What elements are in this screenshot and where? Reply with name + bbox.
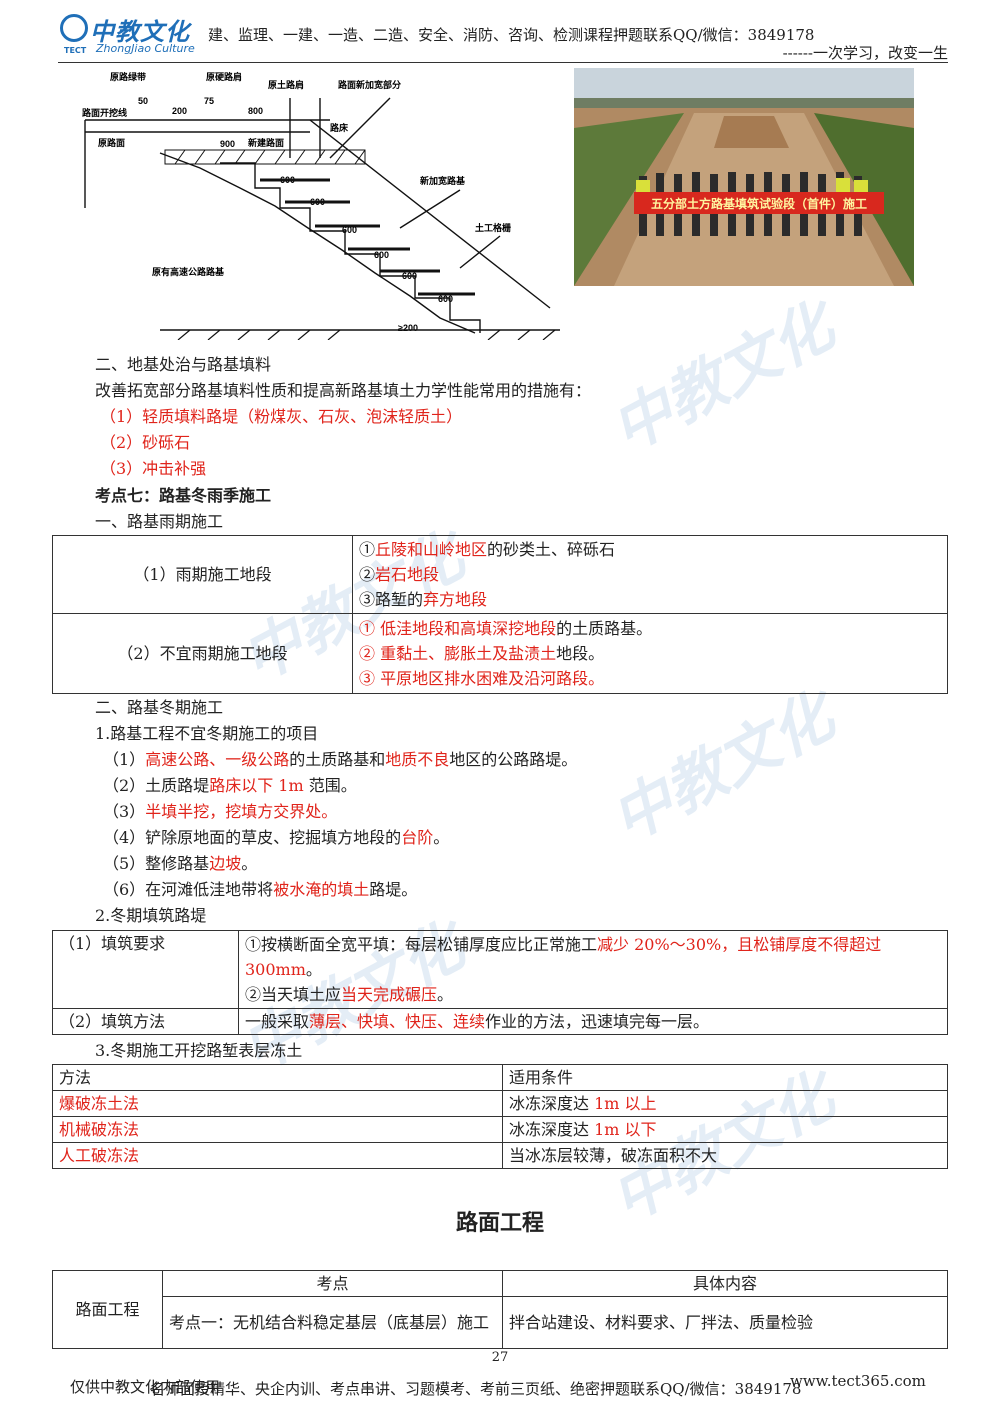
dim-600: 600	[438, 294, 453, 304]
list-item: （3）冲击补强	[100, 459, 207, 478]
widening-cross-section-diagram: 原路绿带 原硬路肩 原土路肩 路面新加宽部分 路面开挖线 原路面 新建路面 路床…	[82, 71, 560, 340]
page-number: 27	[491, 1350, 509, 1365]
section-title: 二、地基处治与路基填料	[95, 355, 272, 374]
dim-50: 50	[138, 96, 148, 106]
sub-heading: 1.路基工程不宜冬期施工的项目	[95, 724, 319, 743]
construction-site-photo: 五分部土方路基填筑试验段（首件）施工	[574, 68, 914, 286]
row-content: ①丘陵和山岭地区的砂类土、碎砾石 ②岩石地段 ③路堑的弃方地段	[352, 535, 948, 614]
table-cell: 冰冻深度达 1m 以上	[502, 1090, 948, 1117]
row-label: （2）填筑方法	[52, 1008, 239, 1035]
list-item: （2）砂砾石	[100, 433, 191, 452]
header-divider	[58, 62, 948, 63]
watermark: 中教文化	[600, 681, 845, 856]
dim-75: 75	[204, 96, 214, 106]
row-content: 一般采取薄层、快填、快压、连续作业的方法，迅速填完每一层。	[238, 1008, 948, 1035]
subsection-title: 二、路基冬期施工	[95, 698, 224, 717]
label-geogrid: 土工格栅	[475, 222, 511, 233]
column-header: 考点	[162, 1270, 503, 1297]
pavement-table: 路面工程 考点 具体内容 考点一：无机结合料稳定基层（底基层）施工 拌合站建设、…	[52, 1270, 948, 1349]
watermark: 中教文化	[600, 291, 845, 466]
row-content: ①按横断面全宽平填：每层松铺厚度应比正常施工减少 20%～30%，且松铺厚度不得…	[238, 930, 948, 1009]
dim-min200: ≥200	[398, 323, 418, 333]
label-hard-shoulder: 原硬路肩	[206, 71, 242, 82]
list-item: ③ 平原地区排水困难及沿河路段。	[359, 669, 605, 688]
table-cell: 机械破冻法	[52, 1116, 503, 1143]
list-item: （4）铲除原地面的草皮、挖掘填方地段的台阶。	[103, 828, 450, 847]
list-item: （3）半填半挖，挖填方交界处。	[103, 802, 338, 821]
list-item: ②岩石地段	[359, 565, 440, 584]
logo-cn: 中教文化	[90, 18, 190, 46]
rain-season-table: （1）雨期施工地段 ①丘陵和山岭地区的砂类土、碎砾石 ②岩石地段 ③路堑的弃方地…	[52, 535, 948, 694]
list-item: ①丘陵和山岭地区的砂类土、碎砾石	[359, 540, 616, 559]
label-new-pavement: 新建路面	[248, 137, 284, 148]
header-course-line: 建、监理、一建、一造、二造、安全、消防、咨询、检测课程押题联系QQ/微信：384…	[208, 26, 815, 44]
row-label: （1）填筑要求	[52, 930, 239, 1009]
list-item: ② 重黏土、膨胀土及盐渍土地段。	[359, 644, 605, 663]
logo-tect: TECT	[64, 46, 87, 55]
table-cell: 拌合站建设、材料要求、厂拌法、质量检验	[502, 1296, 948, 1349]
list-item: （6）在河滩低洼地带将被水淹的填土路堤。	[103, 880, 418, 899]
row-label: （1）雨期施工地段	[52, 535, 353, 614]
table-cell: 考点一：无机结合料稳定基层（底基层）施工	[162, 1296, 503, 1349]
dim-200: 200	[172, 106, 187, 116]
table-cell: 人工破冻法	[52, 1142, 503, 1169]
column-header: 方法	[52, 1064, 503, 1091]
list-item: （1）高速公路、一级公路的土质路基和地质不良地区的公路路堤。	[103, 750, 578, 769]
winter-fill-table: （1）填筑要求 ①按横断面全宽平填：每层松铺厚度应比正常施工减少 20%～30%…	[52, 930, 948, 1035]
photo-banner-text: 五分部土方路基填筑试验段（首件）施工	[651, 196, 867, 211]
logo-emblem-icon	[60, 14, 88, 42]
dim-600: 600	[374, 250, 389, 260]
table-cell: 爆破冻土法	[52, 1090, 503, 1117]
label-soil-shoulder: 原土路肩	[268, 79, 304, 90]
table-cell: 当冰冻层较薄，破冻面积不大	[502, 1142, 948, 1169]
dim-800: 800	[248, 106, 263, 116]
footer-left: 仅供中教文化内部使用	[70, 1378, 221, 1396]
dim-900: 900	[220, 139, 235, 149]
label-slope-line: 路面开挖线	[82, 107, 127, 118]
list-item: （1）轻质填料路堤（粉煤灰、石灰、泡沫轻质土）	[100, 407, 463, 426]
footer-right: 名师面授精华、央企内训、考点串讲、习题模考、考前三页纸、绝密押题联系QQ/微信：…	[150, 1380, 802, 1398]
subsection-title: 一、路基雨期施工	[95, 512, 224, 531]
label-new-part: 路面新加宽部分	[338, 79, 401, 90]
row-content: ① 低洼地段和高填深挖地段的土质路基。 ② 重黏土、膨胀土及盐渍土地段。 ③ 平…	[352, 613, 948, 694]
point-title: 考点七：路基冬雨季施工	[95, 486, 272, 505]
table-cell: 冰冻深度达 1m 以下	[502, 1116, 948, 1143]
row-label: 路面工程	[52, 1270, 163, 1349]
label-green-belt: 原路绿带	[110, 71, 146, 82]
list-item: （2）土质路堤路床以下 1m 范围。	[103, 776, 357, 795]
sub-heading: 2.冬期填筑路堤	[95, 906, 207, 925]
column-header: 具体内容	[502, 1270, 948, 1297]
label-old-highway: 原有高速公路路基	[152, 266, 225, 277]
label-widened-subgrade: 新加宽路基	[420, 175, 466, 186]
intro-text: 改善拓宽部分路基填料性质和提高新路基填土力学性能常用的措施有：	[95, 381, 592, 400]
list-item: ① 低洼地段和高填深挖地段的土质路基。	[359, 619, 653, 638]
label-subgrade: 路床	[330, 122, 349, 133]
row-label: （2）不宜雨期施工地段	[52, 613, 353, 694]
logo-en: ZhongJiao Culture	[96, 42, 195, 55]
page-header: TECT 中教文化 ZhongJiao Culture 建、监理、一建、一造、二…	[58, 12, 948, 62]
header-slogan: ------一次学习，改变一生	[782, 44, 948, 62]
dim-600: 600	[342, 225, 357, 235]
list-item: （5）整修路基边坡。	[103, 854, 258, 873]
label-old-pavement: 原路面	[98, 137, 125, 148]
column-header: 适用条件	[502, 1064, 948, 1091]
list-item: ③路堑的弃方地段	[359, 590, 488, 609]
sub-heading: 3.冬期施工开挖路堑表层冻土	[95, 1041, 303, 1060]
chapter-title: 路面工程	[455, 1211, 544, 1236]
brand-logo: TECT 中教文化 ZhongJiao Culture	[58, 12, 218, 60]
frozen-soil-table: 方法 适用条件 爆破冻土法 冰冻深度达 1m 以上 机械破冻法 冰冻深度达 1m…	[52, 1064, 948, 1169]
footer-url[interactable]: www.tect365.com	[790, 1372, 926, 1390]
